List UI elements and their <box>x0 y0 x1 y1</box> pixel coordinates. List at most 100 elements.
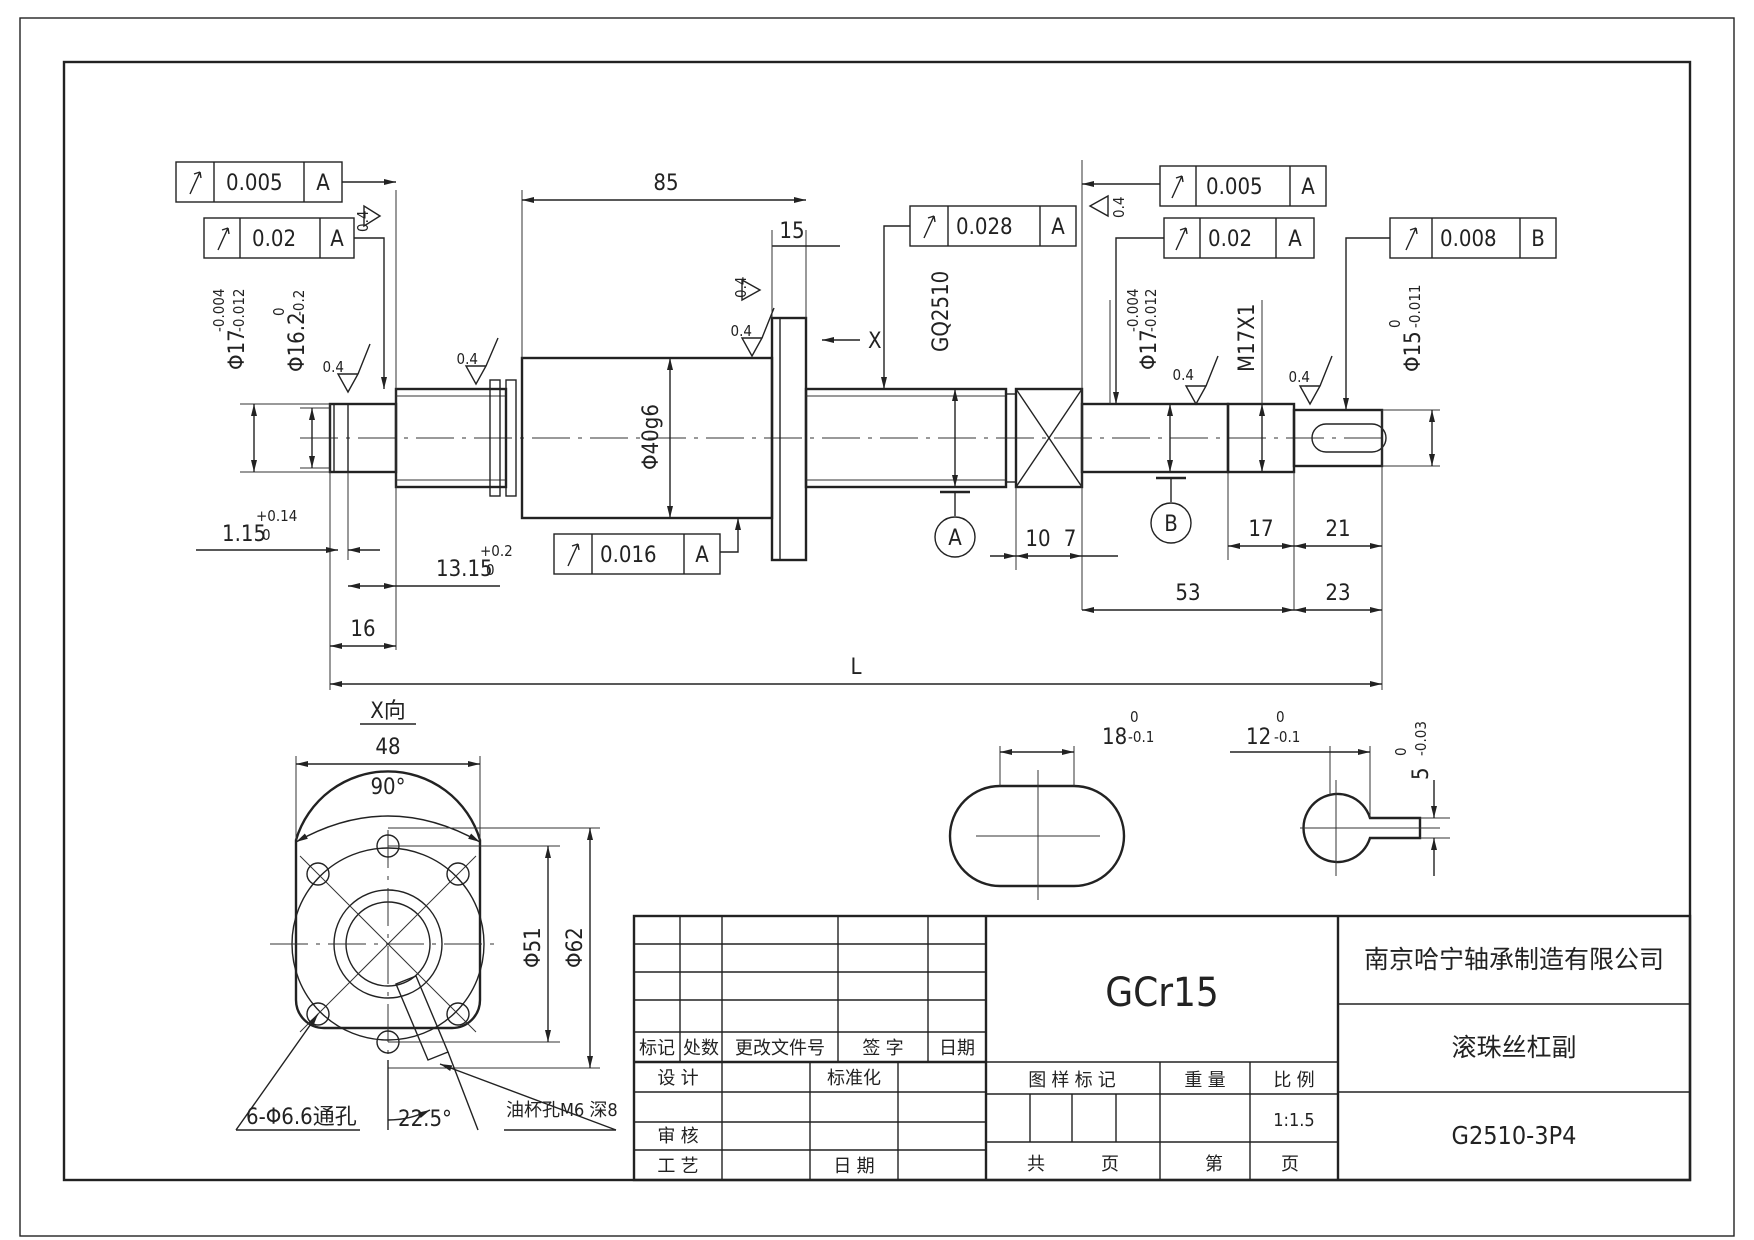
tolerance-datum: A <box>316 171 330 196</box>
label-standard: 标准化 <box>827 1068 881 1089</box>
label-sign: 签 字 <box>862 1038 903 1059</box>
label-review: 审 核 <box>657 1126 698 1147</box>
tolerance-value: 0.005 <box>226 171 283 196</box>
label-date2: 日 期 <box>833 1156 874 1177</box>
label-gq2510: GQ2510 <box>929 271 954 352</box>
dim-1-15: 1.15 <box>222 522 266 547</box>
dim-13-15-tol-upper: +0.2 <box>480 542 513 560</box>
dim-13-15-tol-lower: 0 <box>486 561 495 579</box>
dim-16: 16 <box>350 617 375 642</box>
roughness-7: 0.4 <box>1173 366 1194 384</box>
dim-phi17-left-tol-upper: -0.004 <box>210 289 228 333</box>
dim-phi17-right-tol-upper: -0.004 <box>1124 289 1142 333</box>
dim-15: 15 <box>779 219 804 244</box>
tolerance-frame: 0.005 A <box>175 161 396 203</box>
dim-1-15-tol-lower: 0 <box>262 526 271 544</box>
tolerance-datum: A <box>330 227 344 252</box>
dim-phi16-2-tol-lower: -0.2 <box>290 290 308 316</box>
dim-phi15-tol-upper: 0 <box>1386 319 1404 328</box>
dim-phi15-tol-lower: -0.011 <box>1406 285 1424 329</box>
label-nth: 第 <box>1205 1154 1223 1175</box>
dim-m17: M17X1 <box>1235 304 1260 372</box>
tolerance-datum: B <box>1531 227 1545 252</box>
material: GCr15 <box>1105 970 1219 1016</box>
view-x-title: X向 <box>370 699 406 724</box>
dim-53: 53 <box>1175 581 1200 606</box>
dim-12-tol-lower: -0.1 <box>1274 728 1300 746</box>
tolerance-datum: A <box>695 543 709 568</box>
part-number: G2510-3P4 <box>1452 1121 1577 1150</box>
dim-5-tol-upper: 0 <box>1392 747 1410 756</box>
datum-b-label: B <box>1164 512 1178 537</box>
dim-12: 12 <box>1246 725 1271 750</box>
dim-phi17-right-tol-lower: -0.012 <box>1142 289 1160 333</box>
label-pattern-mark: 图 样 标 记 <box>1028 1070 1115 1091</box>
label-change-doc: 更改文件号 <box>735 1038 825 1059</box>
dim-phi16-2: Φ16.2 <box>285 312 310 372</box>
label-craft: 工 艺 <box>657 1156 698 1177</box>
roughness-4: 0.4 <box>732 277 750 298</box>
label-scale: 比 例 <box>1273 1070 1314 1091</box>
dim-phi16-2-tol-upper: 0 <box>270 307 288 316</box>
tolerance-datum: A <box>1051 215 1065 240</box>
datum-a-label: A <box>948 526 962 551</box>
company-name: 南京哈宁轴承制造有限公司 <box>1364 945 1664 974</box>
dim-phi51: Φ51 <box>521 927 546 968</box>
dim-phi17-left-tol-lower: -0.012 <box>230 289 248 333</box>
label-design: 设 计 <box>657 1068 698 1089</box>
tolerance-datum: A <box>1288 227 1302 252</box>
title-block: 标记 处数 更改文件号 签 字 日期 设 计 标准化 审 核 工 艺 日 期 G… <box>632 914 1692 1182</box>
section-view-12: 12 0 -0.1 5 0 -0.03 <box>1230 708 1450 876</box>
roughness-8: 0.4 <box>1289 368 1310 386</box>
label-mark: 标记 <box>639 1038 675 1059</box>
tolerance-frame: 0.008 B <box>1343 217 1557 410</box>
tolerance-value: 0.02 <box>1208 227 1252 252</box>
dim-18: 18 <box>1102 725 1127 750</box>
dim-phi40: Φ40g6 <box>639 404 664 470</box>
holes-note: 6-Φ6.6通孔 <box>246 1105 357 1130</box>
dim-10: 10 <box>1025 527 1050 552</box>
dim-phi62: Φ62 <box>563 927 588 968</box>
label-count: 处数 <box>683 1038 719 1059</box>
tolerance-frame: 0.016 A <box>553 518 741 575</box>
dim-17: 17 <box>1248 517 1273 542</box>
tolerance-value: 0.016 <box>600 543 657 568</box>
dim-L: L <box>850 655 861 680</box>
label-date: 日期 <box>939 1038 975 1059</box>
roughness-1: 0.4 <box>323 358 344 376</box>
dim-phi17-right: Φ17 <box>1137 329 1162 370</box>
label-page2: 页 <box>1281 1154 1299 1175</box>
dim-phi17-left: Φ17 <box>225 329 250 370</box>
tolerance-value: 0.005 <box>1206 175 1263 200</box>
dim-21: 21 <box>1325 517 1350 542</box>
flange-view: X向 48 90° Φ51 Φ62 22.5° <box>235 699 618 1132</box>
tolerance-value: 0.008 <box>1440 227 1497 252</box>
outer-frame <box>19 17 1735 1237</box>
tolerance-frame: 0.02 A <box>1113 217 1315 404</box>
dim-48: 48 <box>375 735 400 760</box>
dim-18-tol-upper: 0 <box>1130 708 1139 726</box>
dim-1-15-tol-upper: +0.14 <box>256 507 297 525</box>
oil-hole-note: 油杯孔M6 深8 <box>506 1100 618 1121</box>
part-name: 滚珠丝杠副 <box>1451 1033 1576 1062</box>
label-weight: 重 量 <box>1184 1070 1225 1091</box>
tolerance-frame: 0.02 A <box>203 217 387 389</box>
dim-7: 7 <box>1064 527 1077 552</box>
view-x-arrow: X <box>868 329 882 354</box>
dim-5-tol-lower: -0.03 <box>1412 721 1430 756</box>
dim-22-5deg: 22.5° <box>398 1107 452 1132</box>
tolerance-datum: A <box>1301 175 1315 200</box>
tolerance-frame: 0.028 A <box>881 205 1077 389</box>
roughness-6: 0.4 <box>1110 197 1128 218</box>
tolerance-value: 0.02 <box>252 227 296 252</box>
roughness-2: 0.4 <box>457 350 478 368</box>
tolerance-value: 0.028 <box>956 215 1013 240</box>
label-total: 共 <box>1027 1154 1045 1175</box>
dim-85: 85 <box>653 171 678 196</box>
dim-phi15: Φ15 <box>1401 331 1426 372</box>
dim-5: 5 <box>1409 767 1434 780</box>
section-view-18: 18 0 -0.1 <box>948 708 1154 900</box>
dim-23: 23 <box>1325 581 1350 606</box>
dim-12-tol-upper: 0 <box>1276 708 1285 726</box>
